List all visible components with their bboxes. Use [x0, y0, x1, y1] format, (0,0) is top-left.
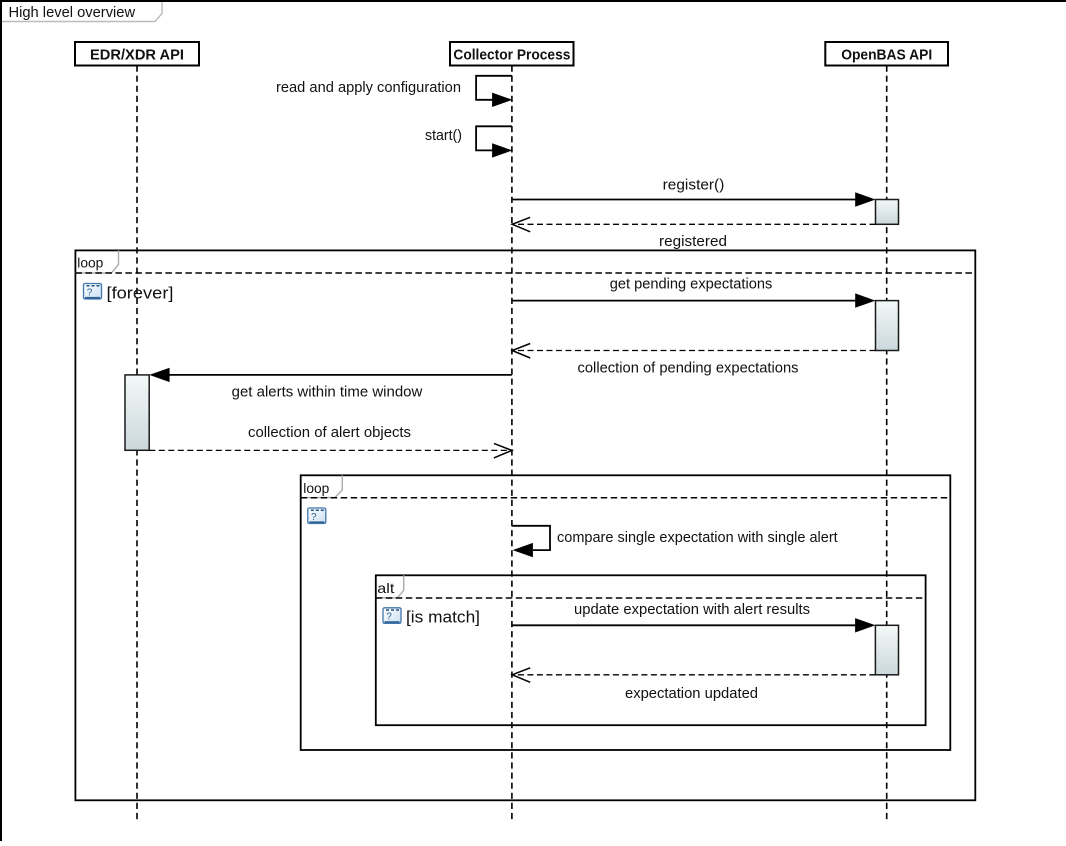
svg-text:compare single expectation wit: compare single expectation with single a…: [557, 529, 839, 546]
svg-text:start(): start(): [425, 127, 462, 144]
svg-text:?: ?: [311, 512, 317, 523]
svg-text:Collector Process: Collector Process: [453, 47, 570, 64]
svg-text:loop: loop: [303, 480, 329, 496]
svg-text:expectation updated: expectation updated: [625, 685, 758, 702]
svg-text:[is match]: [is match]: [406, 608, 480, 627]
svg-text:loop: loop: [77, 255, 103, 271]
svg-text:High level overview: High level overview: [9, 4, 136, 21]
svg-text:registered: registered: [659, 233, 727, 250]
svg-text:get alerts within time window: get alerts within time window: [232, 383, 423, 400]
svg-text:?: ?: [386, 612, 392, 623]
svg-text:alt: alt: [377, 580, 394, 596]
svg-text:OpenBAS API: OpenBAS API: [841, 47, 932, 64]
svg-text:[forever]: [forever]: [107, 284, 174, 303]
svg-text:read and apply configuration: read and apply configuration: [276, 79, 461, 96]
svg-text:register(): register(): [663, 176, 725, 193]
svg-text:get pending expectations: get pending expectations: [610, 275, 773, 292]
svg-text:collection of pending expectat: collection of pending expectations: [578, 359, 799, 376]
svg-text:EDR/XDR API: EDR/XDR API: [90, 47, 184, 64]
svg-text:collection of alert objects: collection of alert objects: [248, 424, 411, 441]
svg-text:?: ?: [87, 287, 93, 298]
svg-text:update expectation with alert: update expectation with alert results: [574, 601, 810, 618]
